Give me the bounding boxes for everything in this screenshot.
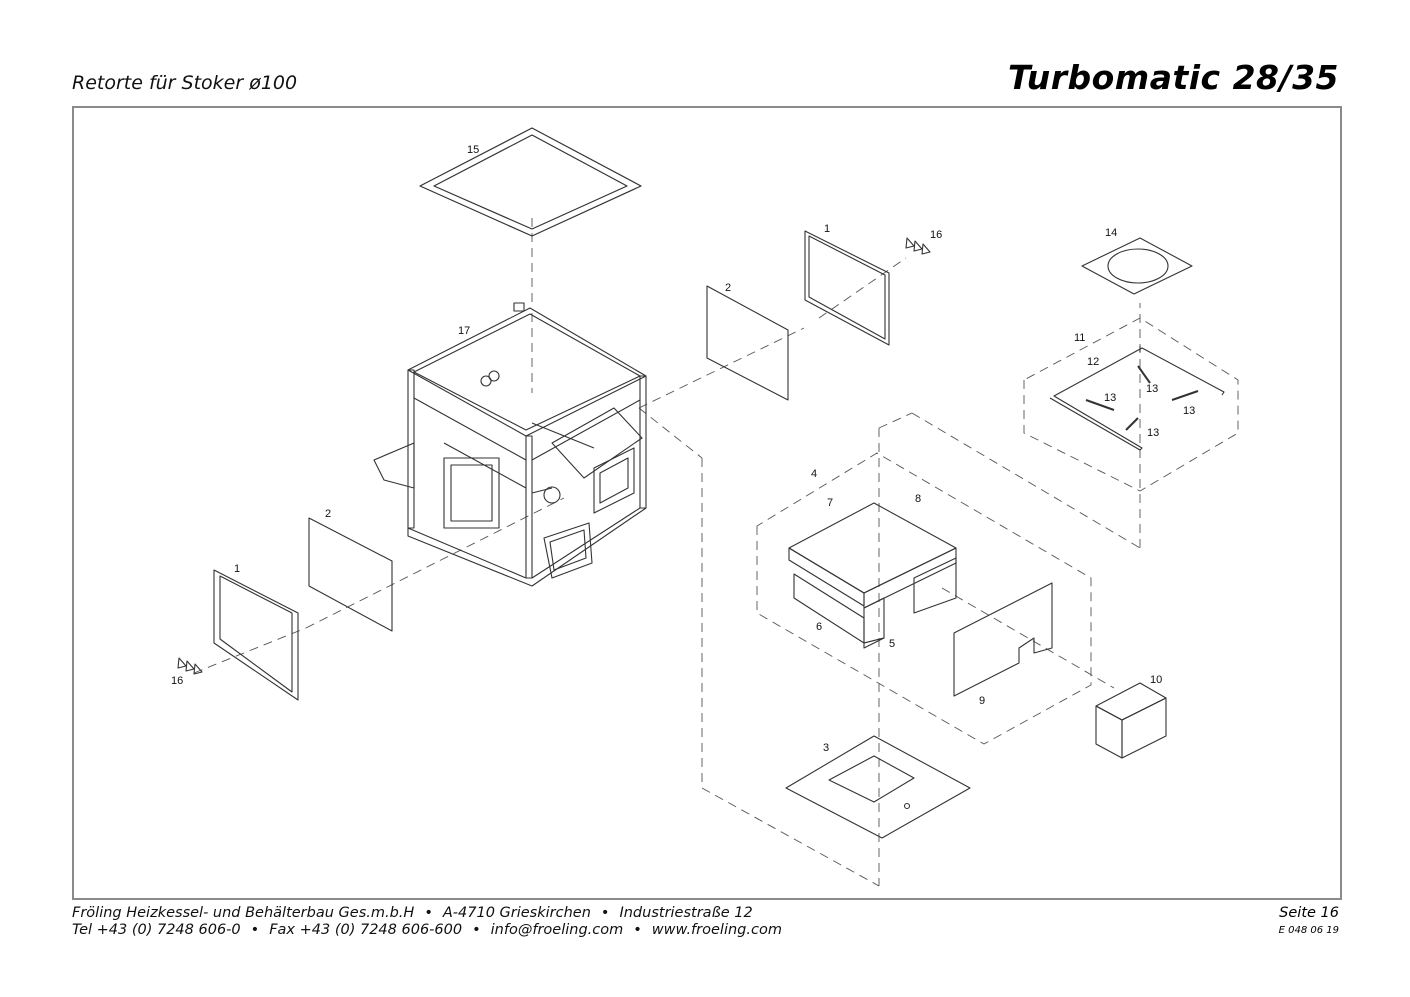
callout-label: 14 (1105, 227, 1117, 239)
part-2-plate-left (308, 517, 393, 632)
footer-line-1: Fröling Heizkessel- und Behälterbau Ges.… (72, 905, 753, 921)
part-13-bars (1085, 365, 1199, 431)
footer-line-2: Tel +43 (0) 7248 606-0 • Fax +43 (0) 7248 … (72, 922, 782, 938)
document-number: E 048 06 19 (1278, 925, 1339, 936)
part-9-panel (953, 582, 1053, 697)
callout-label: 15 (467, 144, 479, 156)
footer-tel: Tel +43 (0) 7248 606-0 (72, 922, 241, 938)
footer-fax: Fax +43 (0) 7248 606-600 (269, 922, 463, 938)
part-17-retort-housing (373, 302, 647, 587)
callout-label: 11 (1074, 332, 1085, 344)
part-16-pins-right (905, 237, 931, 255)
footer-web: www.froeling.com (651, 922, 782, 938)
footer-company: Fröling Heizkessel- und Behälterbau Ges.… (72, 905, 415, 921)
callout-label: 9 (979, 695, 985, 707)
callout-label: 7 (827, 497, 833, 509)
callout-label: 16 (930, 229, 942, 241)
callout-label: 3 (823, 742, 829, 754)
footer-bullet: • (250, 922, 260, 938)
callout-label: 17 (458, 325, 470, 337)
part-16-pins-left (177, 657, 203, 675)
callout-label: 5 (889, 638, 895, 650)
callout-label: 10 (1150, 674, 1162, 686)
footer-bullet: • (633, 922, 642, 938)
callout-label: 2 (725, 282, 731, 294)
part-callouts: 15 1 16 2 17 14 11 12 13 13 13 13 4 7 8 … (171, 144, 1195, 754)
exploded-view-diagram: 15 1 16 2 17 14 11 12 13 13 13 13 4 7 8 … (171, 127, 1239, 887)
footer-city: A-4710 Grieskirchen (442, 905, 591, 921)
callout-label: 6 (816, 621, 822, 633)
callout-label: 13 (1146, 383, 1158, 395)
part-1-door-left (213, 569, 299, 701)
exploded-view-frame: 15 1 16 2 17 14 11 12 13 13 13 13 4 7 8 … (72, 106, 1342, 900)
callout-label: 13 (1183, 405, 1195, 417)
callout-label: 16 (171, 675, 183, 687)
page-title: Turbomatic 28/35 (1007, 58, 1339, 97)
callout-label: 4 (811, 468, 817, 480)
page-number: Seite 16 (1279, 905, 1339, 921)
part-15-gasket (419, 127, 642, 237)
footer-email: info@froeling.com (490, 922, 624, 938)
callout-label: 2 (325, 508, 331, 520)
part-7-8-insert (788, 502, 957, 649)
assembly-lines (193, 218, 1239, 887)
part-3-base-plate (785, 735, 971, 839)
part-10-box (1095, 682, 1167, 759)
footer-bullet: • (472, 922, 481, 938)
footer-bullet: • (424, 905, 433, 921)
part-1-door-right (804, 230, 890, 346)
callout-label: 1 (824, 223, 830, 235)
part-14-plate (1081, 237, 1193, 295)
callout-label: 8 (915, 493, 921, 505)
footer-street: Industriestraße 12 (619, 905, 753, 921)
part-2-plate-right (706, 285, 789, 401)
part-12-frame (1049, 346, 1225, 451)
page-subtitle: Retorte für Stoker ø100 (72, 72, 298, 94)
footer-bullet: • (600, 905, 610, 921)
callout-label: 13 (1147, 427, 1159, 439)
callout-label: 12 (1087, 356, 1099, 368)
callout-label: 13 (1104, 392, 1116, 404)
callout-label: 1 (234, 563, 240, 575)
